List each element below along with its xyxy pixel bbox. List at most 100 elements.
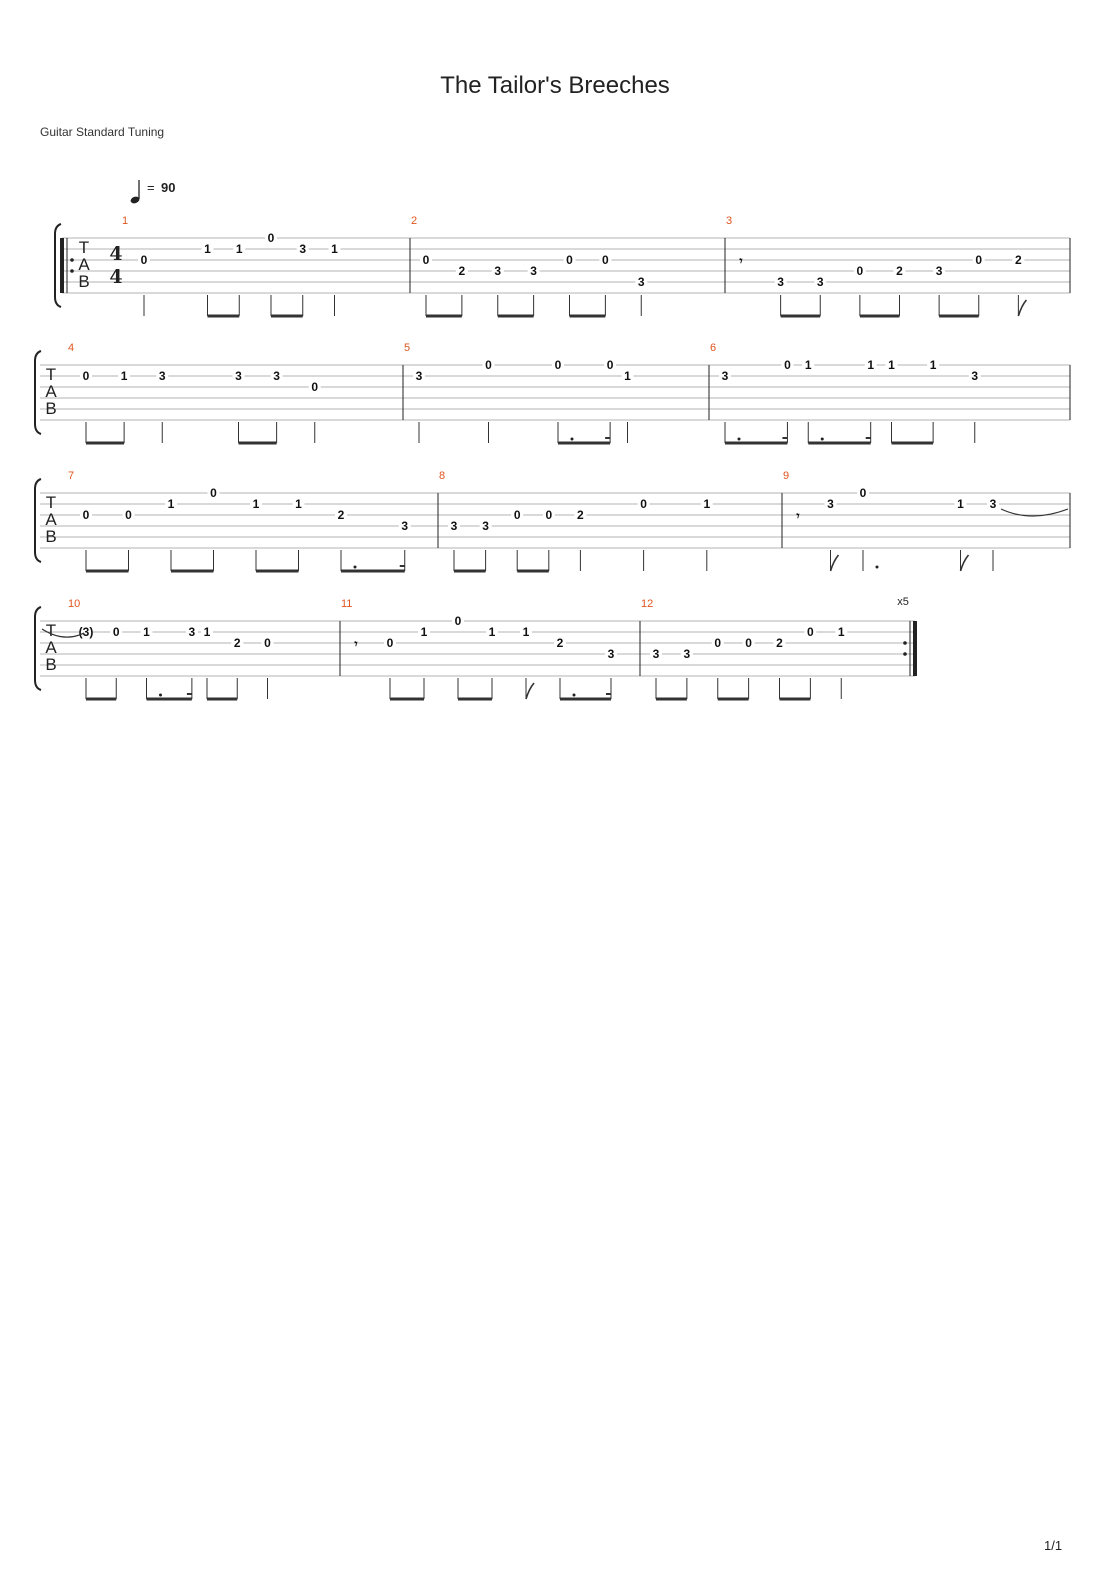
fret-bg xyxy=(621,370,634,382)
measure-number: 11 xyxy=(341,598,352,610)
fret-number: 2 xyxy=(1015,253,1022,267)
fret-number: 2 xyxy=(557,636,564,650)
dot xyxy=(737,437,741,441)
fret-number: 2 xyxy=(459,264,466,278)
fret-bg xyxy=(452,615,464,627)
fret-number: 0 xyxy=(555,358,562,372)
fret-number: 0 xyxy=(975,253,982,267)
fret-bg xyxy=(824,498,837,510)
fret-bg xyxy=(122,509,135,521)
fret-number: 0 xyxy=(268,231,275,245)
fret-number: 3 xyxy=(722,369,729,383)
fret-number: 1 xyxy=(421,625,428,639)
fret-number: 3 xyxy=(653,647,660,661)
fret-bg xyxy=(270,370,283,382)
tab-clef-letter: B xyxy=(45,399,56,418)
fret-number: 3 xyxy=(638,275,645,289)
fret-bg xyxy=(742,637,755,649)
fret-number: 3 xyxy=(401,519,408,533)
fret-bg xyxy=(233,243,246,255)
fret-bg xyxy=(231,637,244,649)
fret-number: 0 xyxy=(83,369,90,383)
fret-number: 0 xyxy=(485,358,492,372)
dot xyxy=(875,565,879,569)
fret-bg xyxy=(1012,254,1025,266)
fret-number: 1 xyxy=(523,625,530,639)
fret-number: 3 xyxy=(189,625,196,639)
fret-bg xyxy=(719,370,731,382)
fret-bg xyxy=(893,265,906,277)
measure-number: 2 xyxy=(411,215,417,227)
measure-number: 1 xyxy=(122,215,128,227)
fret-bg xyxy=(774,276,787,288)
fret-bg xyxy=(398,520,411,532)
fret-bg xyxy=(927,359,940,371)
fret-number: 0 xyxy=(141,253,148,267)
fret-bg xyxy=(296,243,309,255)
fret-bg xyxy=(479,520,492,532)
fret-number: 0 xyxy=(113,625,120,639)
fret-number: 1 xyxy=(805,358,812,372)
fret-number: 3 xyxy=(299,242,306,256)
fret-number: 3 xyxy=(971,369,978,383)
fret-bg xyxy=(265,232,277,244)
fret-bg xyxy=(605,648,617,660)
measure-number: 9 xyxy=(783,470,789,482)
tab-clef-letter: T xyxy=(46,365,56,384)
tab-clef-letter: T xyxy=(46,493,56,512)
repeat-dot xyxy=(903,652,907,656)
eighth-flag xyxy=(829,554,840,572)
fret-number: 0 xyxy=(423,253,430,267)
fret-bg xyxy=(637,498,650,510)
measure-number: 8 xyxy=(439,470,445,482)
fret-bg xyxy=(118,370,131,382)
fret-number: 3 xyxy=(777,275,784,289)
fret-number: 2 xyxy=(896,264,903,278)
fret-number: 2 xyxy=(338,508,345,522)
page-number: 1/1 xyxy=(1044,1538,1063,1553)
fret-bg xyxy=(420,254,432,266)
fret-bg xyxy=(110,626,123,638)
fret-bg xyxy=(207,487,220,499)
fret-number: 1 xyxy=(204,625,211,639)
fret-bg xyxy=(604,359,617,371)
fret-number: 3 xyxy=(530,264,537,278)
tab-clef-letter: A xyxy=(78,255,90,274)
fret-number: 3 xyxy=(936,264,943,278)
fret-bg xyxy=(448,520,460,532)
fret-number: 0 xyxy=(311,380,318,394)
fret-bg xyxy=(185,626,198,638)
fret-bg xyxy=(853,265,866,277)
fret-bg xyxy=(165,498,177,510)
fret-bg xyxy=(482,359,495,371)
fret-bg xyxy=(574,509,587,521)
fret-number: 0 xyxy=(784,358,791,372)
measure-number: 12 xyxy=(641,598,653,610)
fret-number: 3 xyxy=(684,647,691,661)
fret-bg xyxy=(954,498,967,510)
fret-bg xyxy=(384,637,396,649)
fret-number: 3 xyxy=(817,275,824,289)
system-bracket xyxy=(34,606,42,691)
system-bracket xyxy=(34,350,42,435)
measure-number: 4 xyxy=(68,342,74,354)
dot xyxy=(820,437,824,441)
fret-number: 1 xyxy=(295,497,302,511)
fret-number: 0 xyxy=(860,486,867,500)
fret-bg xyxy=(486,626,498,638)
quarter-note-icon xyxy=(130,180,140,204)
fret-bg xyxy=(835,626,848,638)
fret-bg xyxy=(413,370,425,382)
fret-number: 1 xyxy=(204,242,211,256)
eighth-rest-icon: 𝄾 xyxy=(795,509,800,523)
